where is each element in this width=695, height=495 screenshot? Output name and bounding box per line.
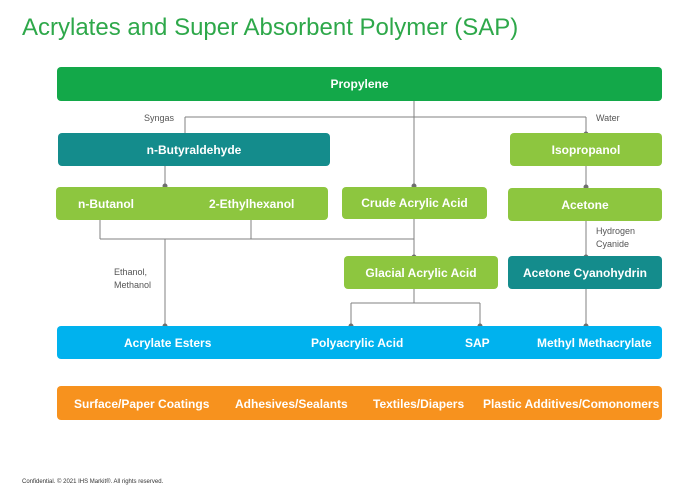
node-propylene-label: Propylene <box>330 77 389 91</box>
application-coatings: Surface/Paper Coatings <box>74 397 210 411</box>
application-plastic-additives: Plastic Additives/Comonomers <box>483 397 660 411</box>
application-adhesives: Adhesives/Sealants <box>235 397 348 411</box>
node-propylene: Propylene <box>57 67 662 101</box>
node-acetone-cyanohydrin: Acetone Cyanohydrin <box>508 256 662 289</box>
node-isopropanol: Isopropanol <box>510 133 662 166</box>
label-hydrogen: Hydrogen <box>596 226 636 236</box>
node-2-ethylhexanol-label: 2-Ethylhexanol <box>209 197 295 211</box>
node-acetone-label: Acetone <box>561 197 609 212</box>
page-title: Acrylates and Super Absorbent Polymer (S… <box>22 14 519 41</box>
node-acetone: Acetone <box>508 188 662 221</box>
footer-copyright: Confidential. © 2021 IHS Markit®. All ri… <box>22 479 164 485</box>
node-n-butanol-label: n-Butanol <box>78 197 134 211</box>
label-methanol: Methanol <box>114 280 152 290</box>
application-textiles: Textiles/Diapers <box>373 397 465 411</box>
node-crude-acrylic-acid-label: Crude Acrylic Acid <box>361 196 468 210</box>
node-isopropanol-label: Isopropanol <box>551 142 621 157</box>
label-ethanol: Ethanol, <box>114 267 148 277</box>
product-polyacrylic-acid: Polyacrylic Acid <box>311 336 404 350</box>
label-cyanide: Cyanide <box>596 239 630 249</box>
node-glacial-acrylic-acid: Glacial Acrylic Acid <box>344 256 498 289</box>
label-water: Water <box>596 113 620 123</box>
node-crude-acrylic-acid: Crude Acrylic Acid <box>342 187 487 219</box>
node-glacial-acrylic-acid-label: Glacial Acrylic Acid <box>365 265 477 280</box>
label-syngas: Syngas <box>144 113 175 123</box>
product-sap: SAP <box>465 336 490 350</box>
node-butanol-group <box>56 187 328 220</box>
node-n-butyraldehyde-label: n-Butyraldehyde <box>146 142 242 157</box>
node-acetone-cyanohydrin-label: Acetone Cyanohydrin <box>522 265 648 280</box>
applications-bar <box>57 386 662 420</box>
products-bar <box>57 326 662 359</box>
product-methyl-methacrylate: Methyl Methacrylate <box>537 336 652 350</box>
node-n-butyraldehyde: n-Butyraldehyde <box>58 133 330 166</box>
product-acrylate-esters: Acrylate Esters <box>124 336 212 350</box>
